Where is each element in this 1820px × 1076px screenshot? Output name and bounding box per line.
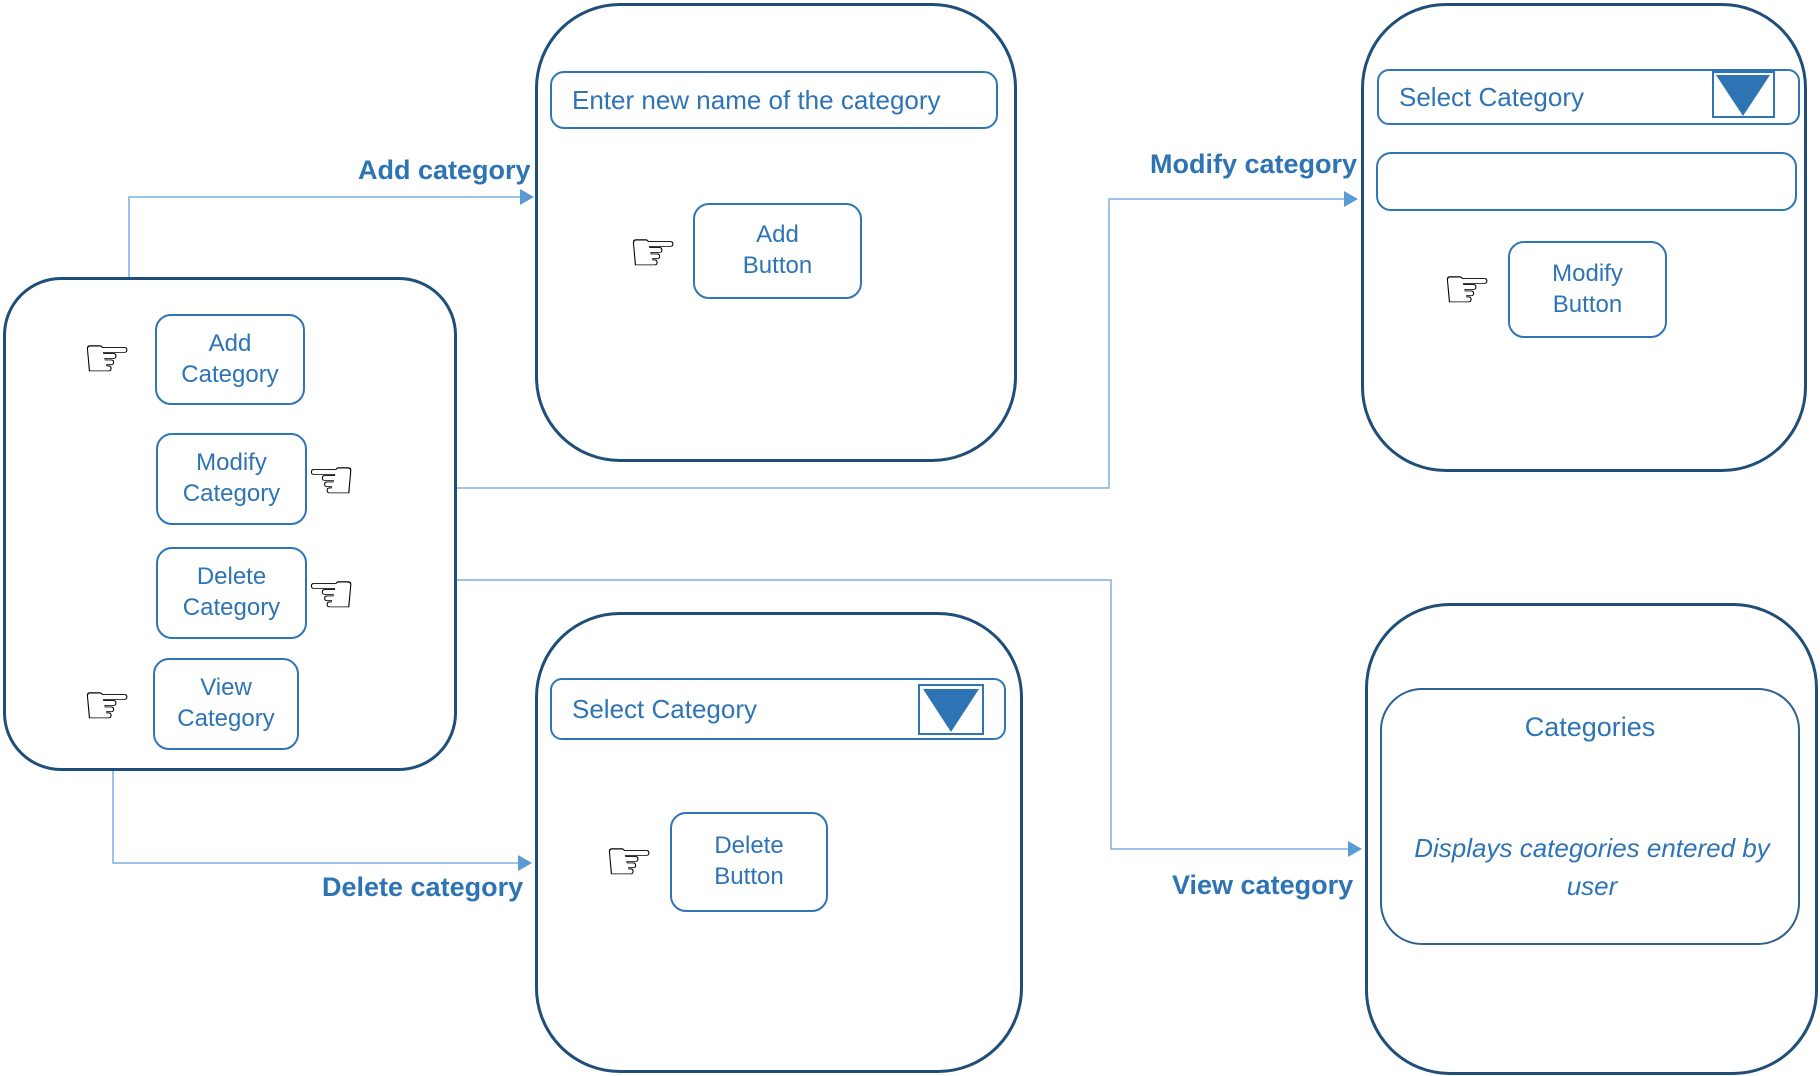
menu-add-category-label-line1: Add: [208, 329, 252, 357]
modify-arrowhead-icon: [1344, 191, 1358, 207]
menu-add-category-button[interactable]: Add Category: [155, 314, 305, 405]
delete-button[interactable]: Delete Button: [670, 812, 828, 912]
modify-connector-h1: [344, 487, 1110, 489]
menu-modify-category-button[interactable]: Modify Category: [156, 433, 307, 525]
modify-button-label-line2: Button: [1552, 290, 1623, 318]
hand-pointer-icon: ☞: [82, 673, 133, 738]
add-connector-horizontal: [128, 196, 522, 198]
menu-view-category-button[interactable]: View Category: [153, 658, 299, 750]
menu-view-category-label-line2: Category: [177, 705, 275, 732]
menu-add-category-label-line2: Category: [181, 360, 279, 388]
add-flow-label: Add category: [358, 155, 531, 185]
triangle-down-icon: [1716, 75, 1770, 116]
modify-connector-h2: [1108, 198, 1346, 200]
view-connector-h2: [1110, 848, 1350, 850]
hand-pointer-icon: ☞: [82, 326, 133, 391]
modify-select-category-label: Select Category: [1399, 81, 1584, 112]
menu-delete-category-label-line2: Category: [182, 594, 281, 621]
add-button-label-line2: Button: [742, 252, 813, 279]
add-button[interactable]: Add Button: [693, 203, 862, 299]
add-connector-vertical: [128, 197, 130, 328]
categories-title: Categories: [1524, 712, 1656, 742]
new-category-name-input[interactable]: Enter new name of the category: [550, 71, 998, 129]
delete-flow-label: Delete category: [322, 872, 524, 902]
hand-pointer-left-icon: ☜: [306, 562, 357, 627]
delete-connector-horizontal: [112, 862, 520, 864]
categories-note: Displays categories entered by user: [1414, 833, 1770, 901]
hand-pointer-icon: ☞: [604, 829, 655, 894]
modify-category-name-input[interactable]: [1376, 152, 1797, 211]
hand-pointer-icon: ☞: [1442, 257, 1493, 322]
menu-modify-category-label-line1: Modify: [196, 449, 267, 477]
delete-connector-vertical: [112, 737, 114, 864]
new-category-name-placeholder: Enter new name of the category: [572, 84, 941, 115]
modify-button-label-line1: Modify: [1552, 259, 1623, 287]
hand-pointer-left-icon: ☜: [306, 448, 357, 513]
add-arrowhead-icon: [520, 189, 534, 205]
dropdown-icon[interactable]: [1712, 71, 1775, 118]
menu-view-category-label-line1: View: [200, 674, 252, 702]
menu-delete-category-label-line1: Delete: [196, 563, 267, 591]
modify-flow-label: Modify category: [1150, 149, 1358, 179]
modify-button[interactable]: Modify Button: [1508, 241, 1667, 338]
modify-connector-vertical: [1108, 198, 1110, 489]
add-button-label-line1: Add: [756, 221, 799, 249]
view-arrowhead-icon: [1348, 841, 1362, 857]
hand-pointer-icon: ☞: [628, 220, 679, 285]
delete-button-label-line1: Delete: [714, 832, 784, 860]
delete-select-category-label: Select Category: [572, 693, 757, 724]
triangle-down-icon: [923, 689, 979, 732]
view-flow-label: View category: [1172, 870, 1354, 900]
menu-modify-category-label-line2: Category: [182, 480, 281, 507]
delete-button-label-line2: Button: [714, 863, 784, 890]
categories-list-box: Categories Displays categories entered b…: [1380, 688, 1800, 945]
delete-arrowhead-icon: [518, 855, 532, 871]
menu-delete-category-button[interactable]: Delete Category: [156, 547, 307, 639]
view-connector-vertical: [1110, 579, 1112, 850]
view-connector-h1: [344, 579, 1112, 581]
dropdown-icon[interactable]: [918, 684, 984, 735]
